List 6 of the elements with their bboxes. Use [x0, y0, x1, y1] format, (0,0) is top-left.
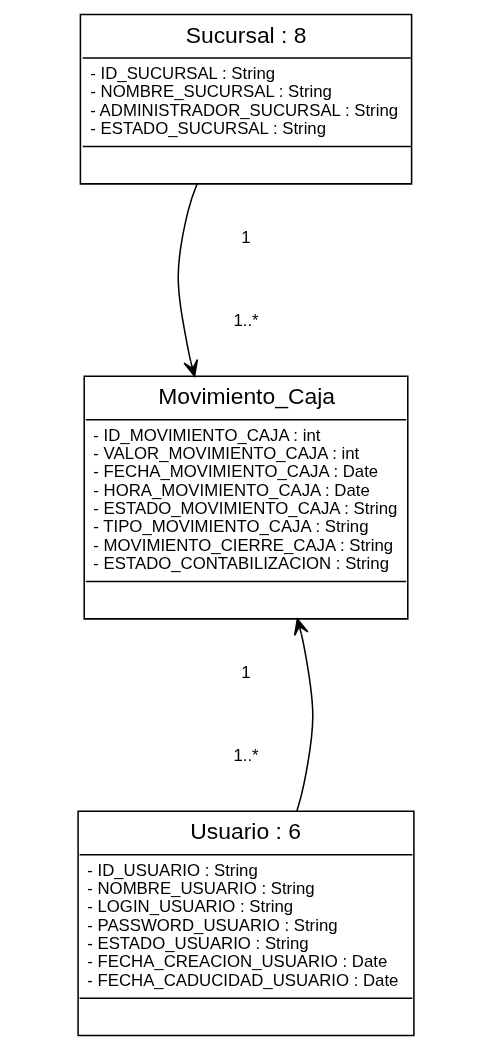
arrow: [293, 618, 314, 812]
label: 1: [240, 663, 251, 683]
arrow: [177, 183, 198, 377]
label: 1..*: [232, 310, 259, 330]
label: 1..*: [232, 745, 259, 765]
label: 1: [240, 228, 251, 248]
